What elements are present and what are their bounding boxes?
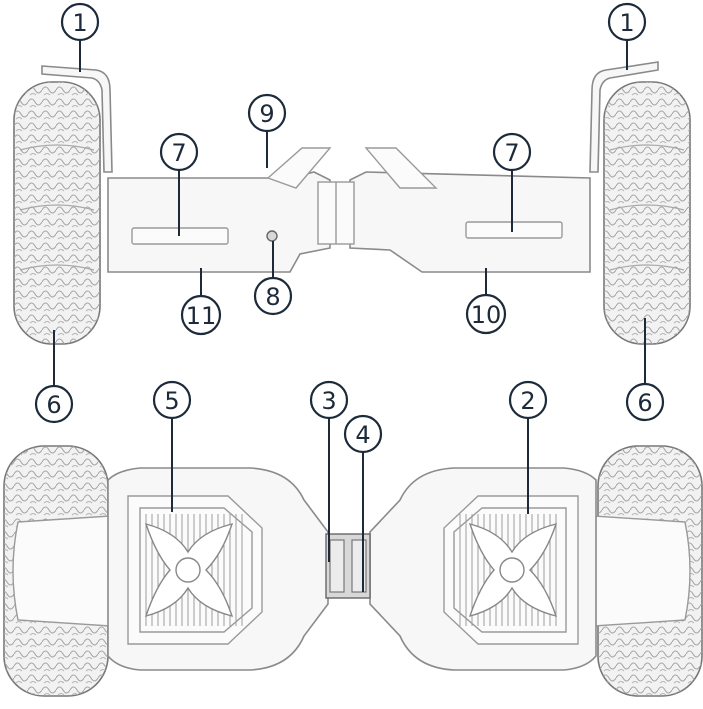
- callout-10: 10: [467, 295, 505, 333]
- callout-9: 9: [249, 95, 285, 131]
- callout-11: 11: [182, 296, 220, 334]
- callout-7-left: 7: [161, 134, 197, 170]
- callout-6-left: 6: [36, 386, 72, 422]
- callout-4-label: 4: [355, 421, 370, 449]
- callout-2-label: 2: [520, 387, 535, 415]
- callout-2: 2: [510, 382, 546, 418]
- callout-10-label: 10: [471, 301, 502, 329]
- side-left-wheel: [14, 82, 100, 344]
- callout-9-label: 9: [259, 100, 274, 128]
- callout-1-left: 1: [62, 4, 98, 40]
- callout-1-left-label: 1: [72, 9, 87, 37]
- callout-4: 4: [345, 416, 381, 452]
- callout-7-right-label: 7: [504, 139, 519, 167]
- left-foot-pad: [128, 496, 262, 644]
- callout-3: 3: [311, 382, 347, 418]
- side-right-wheel: [604, 82, 690, 344]
- callout-1-right-label: 1: [619, 9, 634, 37]
- callout-7-left-label: 7: [171, 139, 186, 167]
- callout-7-right: 7: [494, 134, 530, 170]
- top-right-fender: [594, 516, 690, 626]
- callout-8: 8: [255, 278, 291, 314]
- side-led-strip-right: [466, 222, 562, 238]
- callout-1-right: 1: [609, 4, 645, 40]
- callout-6-right: 6: [627, 384, 663, 420]
- top-left-fender: [13, 516, 110, 626]
- callout-5-label: 5: [164, 387, 179, 415]
- callout-8-label: 8: [265, 283, 280, 311]
- side-center-joint: [318, 182, 354, 244]
- right-foot-pad: [444, 496, 578, 644]
- side-view: [14, 62, 690, 344]
- callout-3-label: 3: [321, 387, 336, 415]
- side-body-right: [350, 148, 590, 272]
- callout-6-right-label: 6: [637, 389, 652, 417]
- charging-port: [267, 231, 277, 241]
- callout-5: 5: [154, 382, 190, 418]
- callout-6-left-label: 6: [46, 391, 61, 419]
- top-view: [4, 446, 702, 696]
- side-body-left: [108, 148, 330, 272]
- callout-11-label: 11: [186, 302, 217, 330]
